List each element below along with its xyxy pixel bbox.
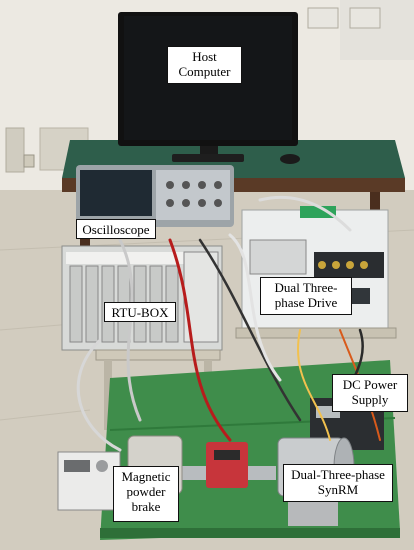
label-dual-three-phase-drive: Dual Three- phase Drive — [260, 277, 352, 315]
label-magnetic-powder-brake: Magnetic powder brake — [113, 466, 179, 522]
torque-sensor — [206, 442, 248, 488]
label-host-computer: Host Computer — [167, 46, 242, 84]
wall-socket — [23, 154, 35, 168]
green-connector — [300, 206, 336, 218]
label-rtu-box: RTU-BOX — [104, 302, 176, 322]
label-dual-three-phase-synrm: Dual-Three-phase SynRM — [283, 464, 393, 502]
label-dc-power-supply: DC Power Supply — [332, 374, 408, 412]
mouse — [280, 154, 300, 164]
label-oscilloscope: Oscilloscope — [76, 219, 156, 239]
